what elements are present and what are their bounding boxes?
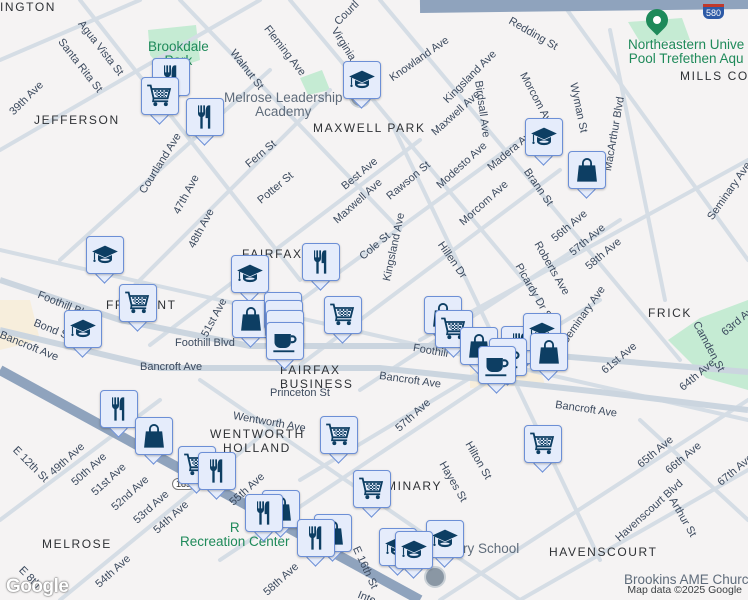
marker-shopping[interactable] — [135, 417, 173, 465]
school-icon — [91, 241, 119, 269]
map-attribution[interactable]: Map data ©2025 Google — [627, 584, 742, 596]
marker-restaurant[interactable] — [245, 494, 283, 542]
marker-cafe[interactable] — [266, 322, 304, 370]
marker-box — [353, 470, 391, 508]
neighborhood-label-seminary: MINARY — [386, 479, 443, 493]
school-icon — [530, 123, 558, 151]
restaurant-icon — [307, 248, 335, 276]
shopping-icon — [535, 338, 563, 366]
google-logo[interactable]: Google — [6, 576, 69, 597]
marker-shopping[interactable] — [568, 151, 606, 199]
school-icon — [400, 536, 428, 564]
marker-box — [231, 255, 269, 293]
neighborhood-label-ington: INGTON — [0, 0, 57, 14]
marker-box — [395, 531, 433, 569]
cafe-icon — [483, 351, 511, 379]
marker-box — [302, 243, 340, 281]
marker-restaurant[interactable] — [297, 519, 335, 567]
marker-school[interactable] — [343, 61, 381, 109]
marker-school[interactable] — [395, 531, 433, 579]
marker-box — [100, 390, 138, 428]
marker-restaurant[interactable] — [186, 98, 224, 146]
marker-school[interactable] — [525, 118, 563, 166]
marker-restaurant[interactable] — [198, 452, 236, 500]
marker-shopping[interactable] — [232, 300, 270, 348]
street-label: Bancroft Ave — [140, 361, 203, 373]
neighborhood-label-maxwell-park: MAXWELL PARK — [313, 121, 426, 135]
grocery-icon — [440, 315, 468, 343]
park-area — [300, 70, 330, 95]
marker-cafe[interactable] — [478, 346, 516, 394]
school-pin-icon[interactable] — [424, 566, 446, 588]
street-label: Princeton St — [270, 387, 330, 399]
marker-grocery[interactable] — [119, 284, 157, 332]
grocery-icon — [329, 301, 357, 329]
marker-school[interactable] — [86, 236, 124, 284]
shopping-icon — [573, 156, 601, 184]
marker-grocery[interactable] — [324, 296, 362, 344]
marker-box — [297, 519, 335, 557]
restaurant-icon — [250, 499, 278, 527]
marker-box — [245, 494, 283, 532]
marker-box — [135, 417, 173, 455]
shopping-icon — [140, 422, 168, 450]
school-icon — [431, 525, 459, 553]
marker-grocery[interactable] — [141, 77, 179, 125]
marker-restaurant[interactable] — [302, 243, 340, 291]
marker-box — [119, 284, 157, 322]
restaurant-icon — [105, 395, 133, 423]
marker-shopping[interactable] — [530, 333, 568, 381]
neighborhood-label-havenscourt: HAVENSCOURT — [549, 545, 658, 559]
neighborhood-label-wentworth-holland-1: WENTWORTH — [210, 427, 305, 441]
marker-box — [478, 346, 516, 384]
marker-box — [186, 98, 224, 136]
school-icon — [236, 260, 264, 288]
marker-box — [343, 61, 381, 99]
grocery-icon — [124, 289, 152, 317]
poi-label-school[interactable]: ry School — [463, 541, 520, 556]
school-icon — [69, 315, 97, 343]
grocery-icon — [146, 82, 174, 110]
marker-box — [64, 310, 102, 348]
marker-box — [568, 151, 606, 189]
marker-box — [320, 416, 358, 454]
marker-box — [86, 236, 124, 274]
restaurant-icon — [191, 103, 219, 131]
poi-label-brookins[interactable]: Brookins AME Churc — [624, 572, 748, 587]
grocery-icon — [358, 475, 386, 503]
marker-school[interactable] — [231, 255, 269, 303]
marker-box — [530, 333, 568, 371]
neighborhood-label-mills-co: MILLS CO — [680, 69, 748, 83]
marker-box — [524, 425, 562, 463]
marker-grocery[interactable] — [353, 470, 391, 518]
marker-box — [266, 322, 304, 360]
school-icon — [348, 66, 376, 94]
marker-box — [232, 300, 270, 338]
marker-box — [198, 452, 236, 490]
neighborhood-label-frick: FRICK — [648, 306, 692, 320]
neighborhood-label-fairfax-business-1: FAIRFAX — [280, 363, 341, 377]
marker-box — [525, 118, 563, 156]
marker-box — [141, 77, 179, 115]
neighborhood-label-wentworth-holland-2: HOLLAND — [223, 441, 291, 455]
marker-restaurant[interactable] — [100, 390, 138, 438]
street-label: Foothill Blvd — [175, 337, 235, 349]
neighborhood-label-jefferson: JEFFERSON — [34, 113, 120, 127]
shopping-icon — [237, 305, 265, 333]
highway-shield-580: 580 — [703, 4, 725, 19]
grocery-icon — [325, 421, 353, 449]
restaurant-icon — [203, 457, 231, 485]
cafe-icon — [271, 327, 299, 355]
marker-school[interactable] — [64, 310, 102, 358]
restaurant-icon — [302, 524, 330, 552]
marker-grocery[interactable] — [524, 425, 562, 473]
marker-grocery[interactable] — [320, 416, 358, 464]
marker-box — [324, 296, 362, 334]
grocery-icon — [529, 430, 557, 458]
neighborhood-label-melrose: MELROSE — [42, 537, 112, 551]
neighborhood-label-fairfax-business-2: BUSINESS — [280, 377, 354, 391]
